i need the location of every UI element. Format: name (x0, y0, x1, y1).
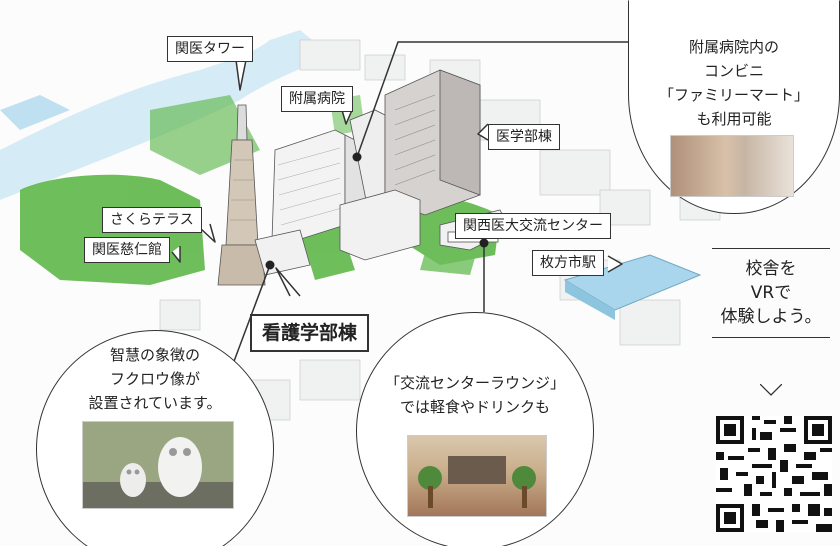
bubble-line: 「交流センターラウンジ」 (384, 374, 565, 392)
bubble-line: も利用可能 (696, 110, 772, 128)
bubble-line: 設置されています。 (88, 394, 222, 412)
vr-bottom-rule (712, 337, 830, 338)
lounge-photo-icon (407, 435, 547, 517)
nursing-building-label: 看護学部棟 (250, 314, 370, 352)
bubble-line: 附属病院内の (688, 38, 779, 56)
exchange-center-label: 関西医大交流センター (455, 213, 611, 239)
sakura-terrace-label: さくらテラス (102, 207, 202, 233)
station-side (565, 280, 615, 320)
qr-code-pattern (716, 416, 832, 532)
vr-top-rule (712, 248, 830, 249)
jijin-hall-label: 関医慈仁館 (84, 237, 170, 263)
lounge-plants (418, 456, 536, 508)
label-pointers (171, 59, 623, 297)
bubble-line: 「ファミリーマート」 (658, 86, 809, 104)
owl-statue-photo-icon (82, 421, 234, 509)
vr-line: VRで (750, 283, 792, 303)
lounge-bubble: 「交流センターラウンジ」 では軽食やドリンクも (356, 312, 594, 546)
river-segment (0, 95, 70, 130)
vr-line: 校舎を (745, 259, 797, 279)
hospital-label: 附属病院 (281, 86, 353, 112)
vr-pointer (760, 384, 782, 396)
qr-code-icon[interactable] (716, 416, 832, 532)
owl-statues (83, 422, 233, 508)
vr-line: 体験しよう。 (720, 307, 822, 327)
owl-statue-bubble: 智慧の象徴の フクロウ像が 設置されています。 (36, 330, 274, 546)
bubble-line: 智慧の象徴の (109, 346, 200, 364)
convenience-store-photo-icon (670, 135, 794, 197)
tower-label: 関医タワー (167, 36, 253, 62)
tower-building (217, 104, 266, 286)
callout-dots (265, 152, 489, 270)
medical-building-label: 医学部棟 (488, 124, 560, 150)
bubble-line: コンビニ (703, 62, 764, 80)
bubble-line: では軽食やドリンクも (399, 398, 550, 416)
convenience-store-bubble: 附属病院内の コンビニ 「ファミリーマート」 も利用可能 (628, 0, 840, 214)
vr-promo: 校舎を VRで 体験しよう。 (708, 248, 834, 338)
hirakata-station-label: 枚方市駅 (532, 250, 604, 276)
bubble-line: フクロウ像が (109, 370, 200, 388)
